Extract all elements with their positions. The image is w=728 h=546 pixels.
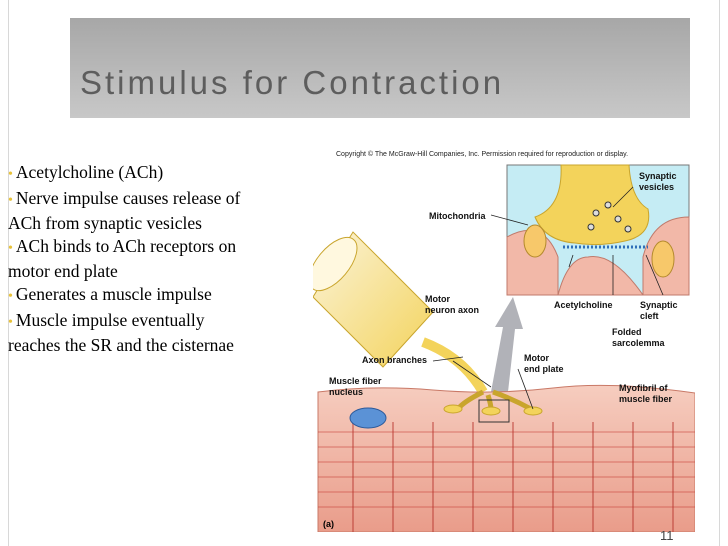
page-number: 11 bbox=[660, 528, 674, 543]
panel-tag: (a) bbox=[323, 519, 334, 529]
bullet-marker: • bbox=[8, 240, 13, 256]
bullet-marker: • bbox=[8, 288, 13, 304]
bullet-list: •Acetylcholine (ACh) •Nerve impulse caus… bbox=[8, 161, 313, 366]
bullet-continuation: ACh from synaptic vesicles bbox=[8, 213, 202, 234]
label-synaptic-vesicles: Synaptic vesicles bbox=[639, 171, 677, 192]
bullet-continuation: reaches the SR and the cisternae bbox=[8, 335, 234, 356]
bullet-marker: • bbox=[8, 192, 13, 208]
label-axon-branches: Axon branches bbox=[362, 355, 428, 365]
label-acetylcholine: Acetylcholine bbox=[554, 300, 613, 310]
bullet-continuation: motor end plate bbox=[8, 261, 118, 282]
bullet-marker: • bbox=[8, 167, 13, 182]
figure-illustration bbox=[313, 164, 695, 532]
label-leader-lines bbox=[432, 214, 534, 410]
synapse-inset bbox=[506, 164, 690, 296]
label-mitochondria: Mitochondria bbox=[429, 211, 486, 221]
axon-branch-endings bbox=[443, 389, 543, 416]
bullet-item: •Generates a muscle impulse bbox=[8, 283, 212, 304]
label-synaptic-cleft: Synaptic cleft bbox=[640, 300, 678, 321]
label-myofibril: Myofibril of muscle fiber bbox=[619, 383, 673, 404]
bullet-item: •ACh binds to ACh receptors on bbox=[8, 235, 237, 256]
copyright-notice: Copyright © The McGraw-Hill Companies, I… bbox=[336, 151, 629, 158]
bullet-item: •Nerve impulse causes release of bbox=[8, 187, 241, 208]
bullet-item: •Muscle impulse eventually bbox=[8, 309, 205, 330]
label-motor-end-plate: Motor end plate bbox=[524, 353, 564, 374]
zoom-box bbox=[478, 399, 510, 423]
muscle-fiber bbox=[317, 384, 695, 532]
title-band bbox=[70, 18, 690, 118]
motor-neuron-axon bbox=[313, 231, 488, 395]
zoom-arrow bbox=[491, 297, 523, 392]
bullet-marker: • bbox=[8, 314, 13, 330]
label-folded-sarcolemma: Folded sarcolemma bbox=[612, 327, 665, 348]
slide-frame bbox=[8, 0, 720, 546]
label-muscle-fiber-nucleus: Muscle fiber nucleus bbox=[329, 376, 382, 397]
label-motor-neuron-axon: Motor neuron axon bbox=[425, 294, 480, 315]
bullet-item: •Acetylcholine (ACh) bbox=[8, 162, 164, 182]
slide-title: Stimulus for Contraction bbox=[80, 64, 505, 101]
neuromuscular-junction-figure: Copyright © The McGraw-Hill Companies, I… bbox=[313, 147, 695, 532]
